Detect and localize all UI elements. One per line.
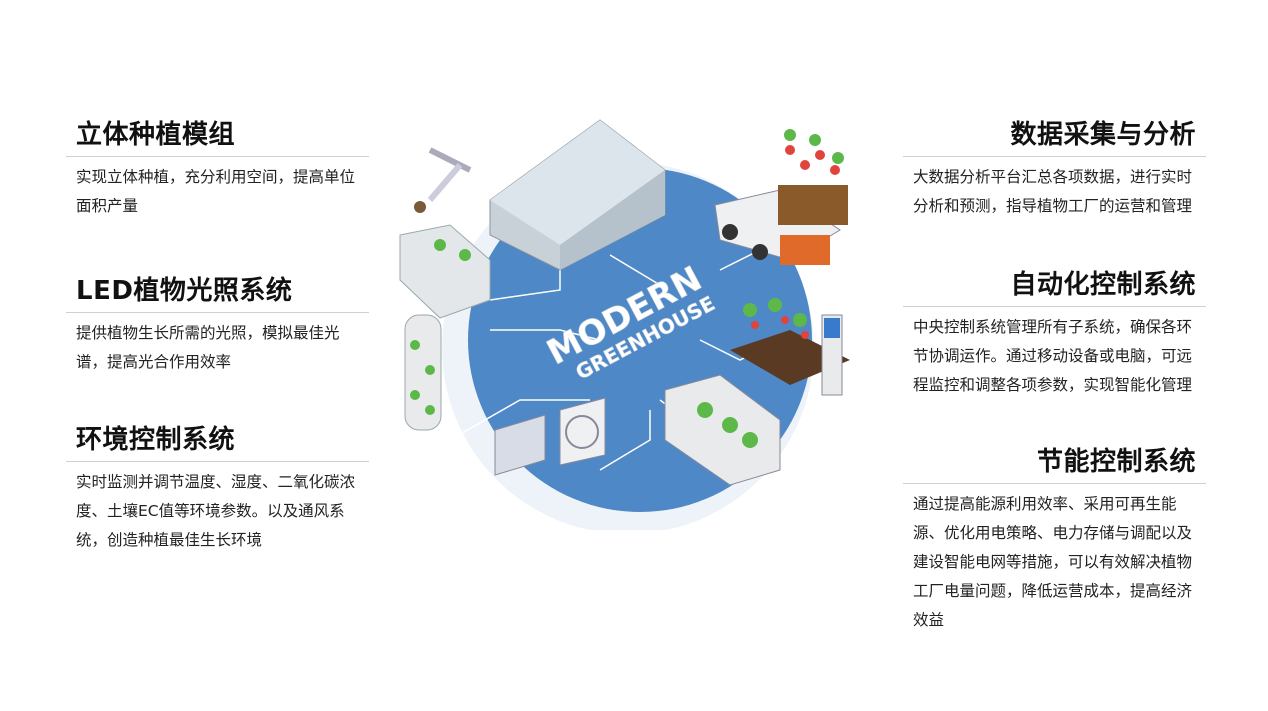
section-environment-control: 环境控制系统 实时监测并调节温度、湿度、二氧化碳浓度、土壤EC值等环境参数。以及… [66,421,369,555]
divider [903,156,1206,157]
greenhouse-illustration: MODERN GREENHOUSE [399,119,850,530]
greenhouse-icon [489,119,666,271]
section-vertical-planting: 立体种植模组 实现立体种植，充分利用空间，提高单位面积产量 [66,116,369,221]
section-title: 数据采集与分析 [1010,120,1196,150]
section-data-analysis: 数据采集与分析 大数据分析平台汇总各项数据，进行实时分析和预测，指导植物工厂的运… [903,116,1206,221]
section-led-lighting: LED植物光照系统 提供植物生长所需的光照，模拟最佳光谱，提高光合作用效率 [66,272,369,377]
section-energy-control: 节能控制系统 通过提高能源利用效率、采用可再生能源、优化用电策略、电力存储与调配… [903,443,1206,635]
section-title: 立体种植模组 [76,120,236,150]
section-title: LED植物光照系统 [76,276,293,306]
section-automation-control: 自动化控制系统 中央控制系统管理所有子系统，确保各环节协调运作。通过移动设备或电… [903,266,1206,400]
ventilation-icons [494,397,606,476]
divider [66,156,369,157]
vertical-tower-icon [404,314,442,431]
divider [66,312,369,313]
divider [903,483,1206,484]
section-title: 节能控制系统 [1036,447,1196,477]
section-title: 环境控制系统 [76,425,236,455]
robot-arm-icon [414,147,472,213]
section-body: 中央控制系统管理所有子系统，确保各环节协调运作。通过移动设备或电脑，可远程监控和… [913,318,1193,394]
section-body: 大数据分析平台汇总各项数据，进行实时分析和预测，指导植物工厂的运营和管理 [913,168,1193,215]
led-grow-unit-icon [399,224,491,319]
harvest-robot-icon [714,129,848,265]
divider [66,461,369,462]
tomato-planter-kiosk-icon [730,298,850,396]
section-body: 通过提高能源利用效率、采用可再生能源、优化用电策略、电力存储与调配以及建设智能电… [913,495,1193,629]
divider [903,306,1206,307]
section-body: 实现立体种植，充分利用空间，提高单位面积产量 [76,168,356,215]
seedling-bed-icon [664,374,781,486]
section-body: 提供植物生长所需的光照，模拟最佳光谱，提高光合作用效率 [76,324,340,371]
section-body: 实时监测并调节温度、湿度、二氧化碳浓度、土壤EC值等环境参数。以及通风系统，创造… [76,473,356,549]
section-title: 自动化控制系统 [1010,270,1196,300]
